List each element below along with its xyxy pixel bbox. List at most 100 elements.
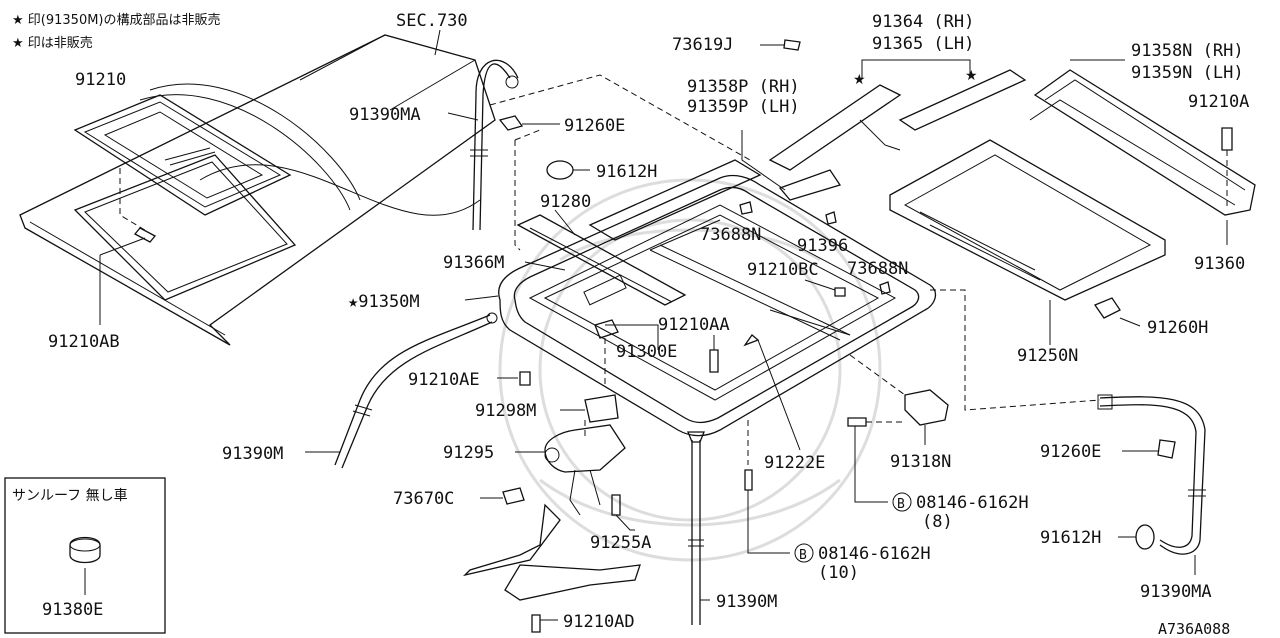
- label-91255A[interactable]: 91255A: [590, 533, 651, 553]
- label-91350M[interactable]: ★91350M: [348, 292, 420, 312]
- label-08146-8[interactable]: 08146-6162H: [916, 493, 1029, 513]
- label-73688N-b[interactable]: 73688N: [847, 259, 908, 279]
- label-91210[interactable]: 91210: [75, 70, 126, 90]
- label-91260H[interactable]: 91260H: [1147, 318, 1208, 338]
- label-08146-8-qty: (8): [922, 512, 953, 532]
- label-91250N[interactable]: 91250N: [1017, 346, 1078, 366]
- leader-91350M: [464, 295, 499, 301]
- label-91295[interactable]: 91295: [443, 443, 494, 463]
- pin-73619J[interactable]: [783, 39, 801, 51]
- label-91612H-top[interactable]: 91612H: [596, 162, 657, 182]
- bolt-91210AE[interactable]: [519, 371, 531, 386]
- star-marker-right: ★: [965, 68, 978, 84]
- label-91380E[interactable]: 91380E: [42, 600, 103, 620]
- bolt-91210AA[interactable]: [709, 349, 719, 373]
- label-91390M-bottom[interactable]: 91390M: [716, 592, 777, 612]
- label-91390M-left[interactable]: 91390M: [222, 444, 283, 464]
- dash-right-hose: [930, 289, 1101, 411]
- leader-91366M: [524, 261, 566, 271]
- label-91298M[interactable]: 91298M: [475, 401, 536, 421]
- label-91358N[interactable]: 91358N (RH): [1131, 41, 1244, 61]
- label-73670C[interactable]: 73670C: [393, 489, 454, 509]
- bolt-91210AD[interactable]: [531, 614, 541, 633]
- label-91366M[interactable]: 91366M: [443, 253, 504, 273]
- label-91210A[interactable]: 91210A: [1188, 92, 1249, 112]
- clip-73688N-a[interactable]: [739, 201, 753, 215]
- section-ref[interactable]: SEC.730: [396, 11, 468, 31]
- label-08146-10-qty: (10): [818, 563, 859, 583]
- label-91210AE[interactable]: 91210AE: [408, 370, 480, 390]
- clip-91260H[interactable]: [1094, 297, 1121, 319]
- leader-91210BC: [804, 279, 836, 291]
- bolt-91255A[interactable]: [611, 494, 621, 516]
- leader-sec730: [434, 29, 441, 56]
- label-08146-10[interactable]: 08146-6162H: [818, 544, 931, 564]
- clip-91260E-right[interactable]: [1157, 439, 1176, 459]
- clip-91396[interactable]: [825, 211, 837, 225]
- guide-91358P-91359P[interactable]: [778, 169, 842, 201]
- link-91364-91365[interactable]: [768, 69, 1027, 171]
- label-73688N-a[interactable]: 73688N: [700, 225, 761, 245]
- rail-frame-91358N[interactable]: [1029, 69, 1256, 216]
- drain-hose-91390M-left[interactable]: [334, 312, 498, 469]
- leader-91255A: [615, 514, 635, 531]
- label-91396[interactable]: 91396: [797, 236, 848, 256]
- sunshade-91250N[interactable]: [889, 139, 1166, 301]
- leader-glass: [119, 168, 149, 233]
- drain-hose-91390MA-right[interactable]: [1097, 394, 1206, 555]
- front-rail: [588, 159, 762, 241]
- bolt-08146-8[interactable]: [847, 417, 867, 427]
- label-91318N[interactable]: 91318N: [890, 452, 951, 472]
- grommet-91612H-right[interactable]: [1135, 524, 1155, 550]
- label-91300E[interactable]: 91300E: [616, 342, 677, 362]
- label-91390MA-right[interactable]: 91390MA: [1140, 582, 1212, 602]
- bolt-91210BC[interactable]: [834, 287, 846, 297]
- clip-73688N-b[interactable]: [879, 281, 891, 295]
- bracket-91298M[interactable]: [584, 394, 619, 423]
- bolt-08146-10[interactable]: [744, 469, 753, 491]
- label-91210BC[interactable]: 91210BC: [747, 260, 819, 280]
- inset-title: サンルーフ 無し車: [12, 487, 128, 504]
- dash-envelope-left: [514, 129, 541, 251]
- plug-top-outline: [69, 538, 101, 552]
- label-91260E-top[interactable]: 91260E: [564, 116, 625, 136]
- drain-hose-91390M-bottom[interactable]: [687, 431, 705, 625]
- label-91365[interactable]: 91365 (LH): [872, 34, 974, 54]
- clip-73670C[interactable]: [502, 487, 525, 505]
- cable-91222E[interactable]: [743, 334, 801, 451]
- label-91260E-right[interactable]: 91260E: [1040, 442, 1101, 462]
- label-91360[interactable]: 91360: [1194, 254, 1245, 274]
- bolt-91210AB[interactable]: [133, 227, 157, 243]
- sunroof-frame-91350M[interactable]: [498, 174, 937, 437]
- grommet-91612H-top[interactable]: [546, 160, 574, 180]
- diagram-id: A736A088: [1158, 620, 1230, 638]
- rail-91280[interactable]: [516, 214, 687, 306]
- motor-91295[interactable]: [544, 424, 626, 516]
- label-91358P[interactable]: 91358P (RH): [687, 77, 800, 97]
- leader-08146-8: [854, 426, 888, 503]
- leader-91260H: [1119, 317, 1141, 327]
- label-91210AB[interactable]: 91210AB: [48, 332, 120, 352]
- label-91364[interactable]: 91364 (RH): [872, 12, 974, 32]
- drain-hose-91390MA-upper[interactable]: [470, 59, 519, 231]
- clip-91260E-top[interactable]: [498, 115, 524, 131]
- roof-panel: [19, 34, 496, 346]
- bracket-91318N[interactable]: [904, 389, 949, 426]
- label-91359N[interactable]: 91359N (LH): [1131, 63, 1244, 83]
- star-marker-left: ★: [853, 72, 866, 88]
- label-91210AD[interactable]: 91210AD: [563, 612, 635, 632]
- label-91390MA-top[interactable]: 91390MA: [349, 105, 421, 125]
- bracket-91300E[interactable]: [594, 319, 619, 339]
- bolt-91210A[interactable]: [1221, 127, 1233, 151]
- label-91222E[interactable]: 91222E: [764, 453, 825, 473]
- label-91210AA[interactable]: 91210AA: [658, 315, 730, 335]
- plug-91380E[interactable]: [69, 536, 101, 564]
- label-73619J[interactable]: 73619J: [672, 35, 733, 55]
- label-91612H-right[interactable]: 91612H: [1040, 528, 1101, 548]
- label-91280[interactable]: 91280: [540, 192, 591, 212]
- label-91359P[interactable]: 91359P (LH): [687, 97, 800, 117]
- leader-91390MA-top: [447, 112, 479, 121]
- glass-panel-91210[interactable]: [73, 94, 292, 216]
- leader-91280: [554, 209, 576, 236]
